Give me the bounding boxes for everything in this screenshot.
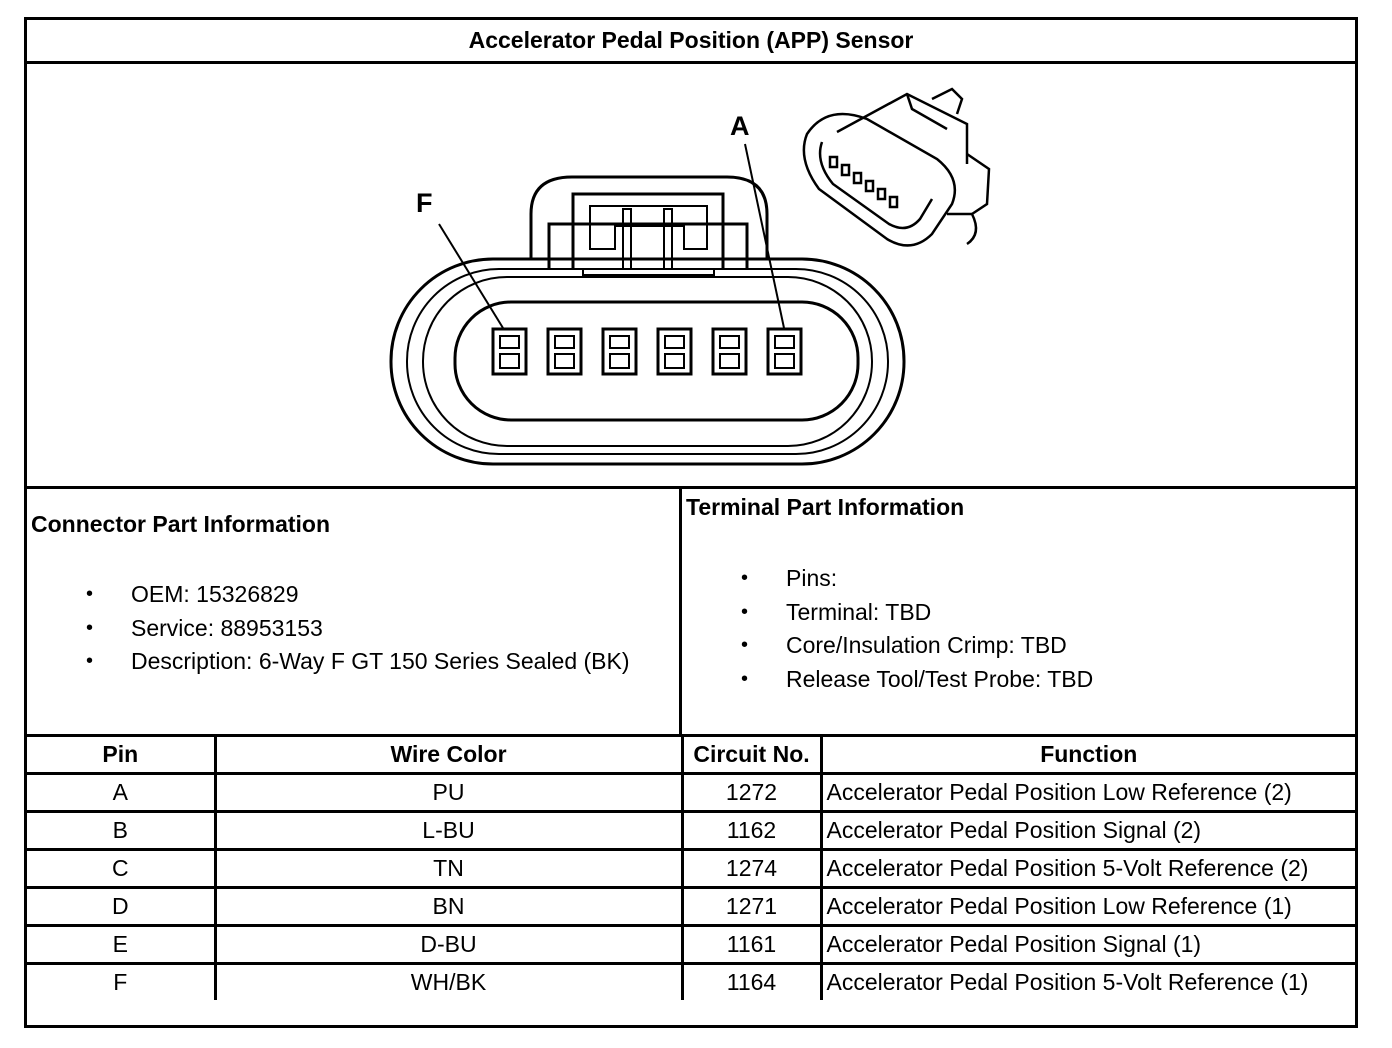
connector-seal-ring-1 [406,268,889,455]
cell-pin: B [27,810,217,851]
list-item: Core/Insulation Crimp: TBD [686,629,1093,663]
column-header-circuit: Circuit No. [680,737,823,775]
cell-function: Accelerator Pedal Position 5-Volt Refere… [819,848,1355,889]
table-row: B L-BU 1162 Accelerator Pedal Position S… [27,810,1355,851]
list-item: Service: 88953153 [31,612,630,646]
column-header-function: Function [819,737,1355,775]
column-header-wire-color: Wire Color [213,737,684,775]
connector-face-diagram: F A [389,87,991,466]
terminal-info-heading: Terminal Part Information [686,494,965,520]
connector-seal-ring-2 [422,276,873,447]
column-header-pin: Pin [27,737,217,775]
cell-circuit: 1271 [680,886,823,927]
connector-thumbnail [802,87,991,247]
cell-pin: E [27,924,217,965]
part-information-row: Connector Part Information OEM: 15326829… [27,489,1355,737]
cell-pin: A [27,772,217,813]
connector-inner-face [453,300,860,422]
sheet-title: Accelerator Pedal Position (APP) Sensor [27,20,1355,64]
connector-sheet: Accelerator Pedal Position (APP) Sensor [24,17,1358,1028]
cell-wire-color: L-BU [213,810,684,851]
cavity-a [766,327,803,376]
cavity-d [601,327,638,376]
cell-circuit: 1274 [680,848,823,889]
list-item: Terminal: TBD [686,596,1093,630]
connector-latch [547,192,749,269]
connector-latch-hood [529,175,769,259]
cell-function: Accelerator Pedal Position Signal (1) [819,924,1355,965]
connector-outer-shell [389,257,906,466]
table-row: A PU 1272 Accelerator Pedal Position Low… [27,772,1355,813]
cell-wire-color: WH/BK [213,962,684,1000]
cell-circuit: 1162 [680,810,823,851]
connector-info-list: OEM: 15326829 Service: 88953153 Descript… [31,578,630,679]
cell-pin: D [27,886,217,927]
connector-diagram-area: F A [27,64,1355,489]
leader-line-a [744,143,785,329]
cavity-e [546,327,583,376]
cell-wire-color: D-BU [213,924,684,965]
table-row: F WH/BK 1164 Accelerator Pedal Position … [27,962,1355,1000]
cavity-c [656,327,693,376]
pin-label-f: F [416,188,433,218]
pin-label-a: A [730,111,750,141]
cell-wire-color: PU [213,772,684,813]
table-row: C TN 1274 Accelerator Pedal Position 5-V… [27,848,1355,889]
cell-function: Accelerator Pedal Position 5-Volt Refere… [819,962,1355,1000]
list-item: OEM: 15326829 [31,578,630,612]
cell-circuit: 1164 [680,962,823,1000]
connector-part-information: Connector Part Information OEM: 15326829… [27,489,682,734]
cell-wire-color: BN [213,886,684,927]
list-item: Release Tool/Test Probe: TBD [686,663,1093,697]
cell-pin: C [27,848,217,889]
cell-function: Accelerator Pedal Position Signal (2) [819,810,1355,851]
cell-function: Accelerator Pedal Position Low Reference… [819,886,1355,927]
list-item: Description: 6-Way F GT 150 Series Seale… [31,645,630,679]
terminal-info-list: Pins: Terminal: TBD Core/Insulation Crim… [686,562,1093,696]
cavity-b [711,327,748,376]
list-item: Pins: [686,562,1093,596]
cell-wire-color: TN [213,848,684,889]
pin-assignment-table: Pin Wire Color Circuit No. Function A PU… [27,737,1355,1000]
cell-circuit: 1161 [680,924,823,965]
terminal-part-information: Terminal Part Information Pins: Terminal… [682,489,1355,734]
table-row: E D-BU 1161 Accelerator Pedal Position S… [27,924,1355,965]
cell-circuit: 1272 [680,772,823,813]
cavity-f [491,327,528,376]
cell-function: Accelerator Pedal Position Low Reference… [819,772,1355,813]
table-row: D BN 1271 Accelerator Pedal Position Low… [27,886,1355,927]
connector-info-heading: Connector Part Information [31,511,331,537]
leader-line-f [438,223,504,329]
cell-pin: F [27,962,217,1000]
table-header-row: Pin Wire Color Circuit No. Function [27,737,1355,775]
terminal-cavities [491,327,803,376]
